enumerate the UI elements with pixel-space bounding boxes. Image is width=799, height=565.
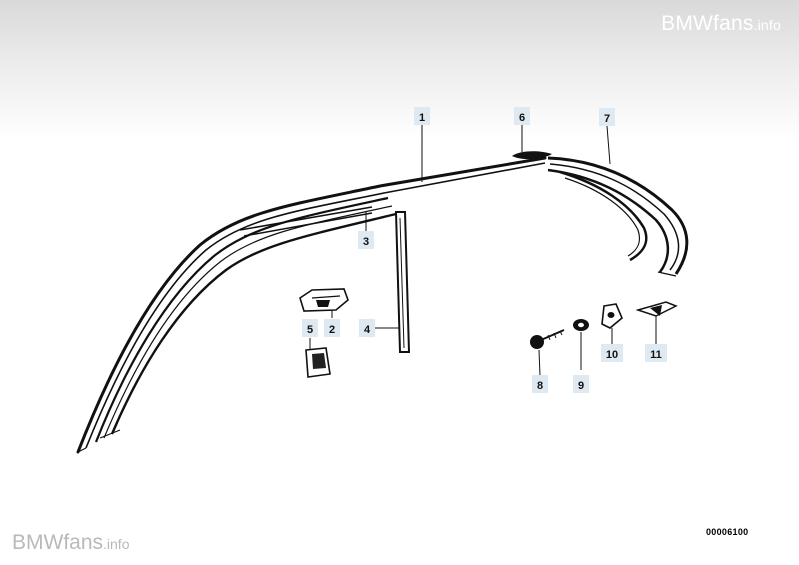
- callout-4[interactable]: 4: [359, 319, 375, 337]
- watermark-bottom-brand: BMWfans: [12, 531, 104, 554]
- callout-3-label: 3: [363, 236, 369, 248]
- callout-10-label: 10: [606, 349, 618, 361]
- callout-2-label: 2: [329, 324, 335, 336]
- part-5-clip[interactable]: [305, 338, 331, 378]
- watermark-bottom-suffix: .info: [103, 536, 130, 552]
- part-9-washer[interactable]: [573, 319, 589, 370]
- callout-1[interactable]: 1: [414, 107, 430, 125]
- watermark-top-brand: BMWfans: [661, 12, 754, 35]
- diagram-number: 00006100: [706, 527, 749, 537]
- callout-6-label: 6: [519, 112, 525, 124]
- callout-7-label: 7: [604, 113, 610, 125]
- callout-11-label: 11: [650, 349, 662, 361]
- watermark-top: BMWfans.info: [661, 12, 781, 36]
- callout-2[interactable]: 2: [324, 319, 340, 337]
- callout-5-label: 5: [307, 324, 313, 336]
- part-3-inner-strip[interactable]: [239, 206, 373, 237]
- callout-4-label: 4: [364, 324, 371, 336]
- callout-5[interactable]: 5: [302, 319, 318, 337]
- callout-9-label: 9: [578, 380, 584, 392]
- header-gradient: [0, 0, 799, 140]
- part-6-joint-cover[interactable]: [512, 151, 552, 160]
- callout-11[interactable]: 11: [645, 344, 667, 362]
- part-7-rear-moulding[interactable]: [547, 156, 689, 277]
- callout-7[interactable]: 7: [599, 108, 615, 126]
- callout-10[interactable]: 10: [601, 344, 623, 362]
- part-10-nut-clip[interactable]: [601, 303, 623, 344]
- callout-1-label: 1: [419, 112, 425, 124]
- part-4-pillar-strip[interactable]: [394, 211, 411, 353]
- callout-3[interactable]: 3: [358, 231, 374, 249]
- callout-6[interactable]: 6: [514, 107, 530, 125]
- part-1-roof-moulding[interactable]: [76, 156, 547, 454]
- leader-lines: [365, 125, 611, 377]
- callout-9[interactable]: 9: [573, 375, 589, 393]
- watermark-bottom: BMWfans.info: [12, 531, 129, 555]
- callout-8[interactable]: 8: [532, 375, 548, 393]
- part-2-clip[interactable]: [299, 288, 349, 318]
- callout-8-label: 8: [537, 380, 543, 392]
- watermark-top-suffix: .info: [753, 17, 781, 33]
- part-8-screw[interactable]: [530, 329, 565, 349]
- part-11-spring-clip[interactable]: [635, 301, 678, 344]
